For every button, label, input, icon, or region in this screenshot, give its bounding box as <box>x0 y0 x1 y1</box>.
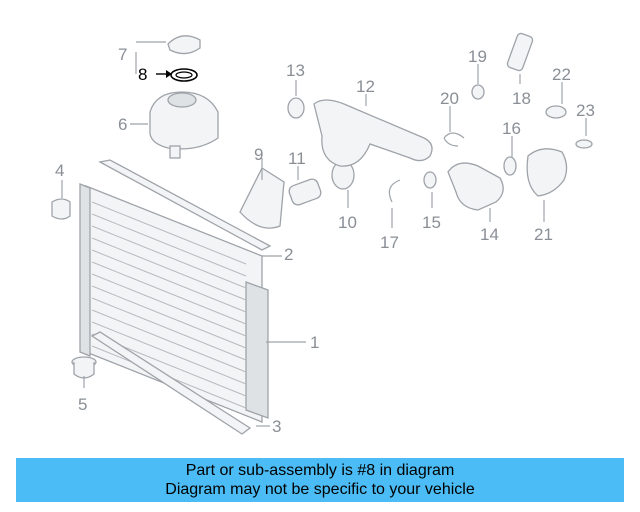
callout-7: 7 <box>118 45 127 64</box>
seal-ring[interactable] <box>170 68 198 82</box>
upper-seal-strip[interactable] <box>98 159 272 251</box>
info-banner: Part or sub-assembly is #8 in diagram Di… <box>16 458 624 502</box>
gasket-22[interactable] <box>545 105 567 119</box>
banner-line-part: Part or sub-assembly is #8 in diagram <box>185 462 455 479</box>
callout-2: 2 <box>284 245 293 264</box>
callout-16: 16 <box>502 119 521 138</box>
callout-17: 17 <box>380 233 399 252</box>
callout-10: 10 <box>338 213 357 232</box>
o-ring-13[interactable] <box>287 97 305 119</box>
lower-seal-strip[interactable] <box>90 331 252 435</box>
sensor-clip[interactable] <box>443 132 465 147</box>
retaining-clip[interactable] <box>388 179 401 203</box>
callout-14: 14 <box>480 225 499 244</box>
mount-bracket[interactable] <box>51 198 71 220</box>
coolant-pipe-housing[interactable] <box>313 99 433 167</box>
callout-13: 13 <box>286 61 305 80</box>
radiator[interactable] <box>79 183 269 423</box>
thermostat-housing[interactable] <box>447 162 504 211</box>
callout-19: 19 <box>468 47 487 66</box>
parts-diagram: 7 8 6 4 5 9 11 10 12 13 20 15 14 16 17 1… <box>51 32 595 436</box>
gasket-23[interactable] <box>575 139 593 149</box>
callout-5: 5 <box>78 395 87 414</box>
rubber-mount[interactable] <box>71 356 97 379</box>
callout-18: 18 <box>512 89 531 108</box>
temperature-sensor[interactable] <box>506 32 534 72</box>
callout-22: 22 <box>552 65 571 84</box>
hose-connector[interactable] <box>287 177 322 206</box>
callout-6: 6 <box>118 115 127 134</box>
leader-lines <box>61 41 587 427</box>
callout-11: 11 <box>288 149 306 168</box>
coolant-flange[interactable] <box>239 167 285 229</box>
callout-23: 23 <box>576 101 595 120</box>
o-ring-19[interactable] <box>471 84 485 100</box>
callout-21: 21 <box>534 225 553 244</box>
callout-3: 3 <box>272 417 281 436</box>
coolant-flange-outlet[interactable] <box>526 148 568 197</box>
banner-line-disclaimer: Diagram may not be specific to your vehi… <box>165 481 475 498</box>
callout-20: 20 <box>440 89 459 108</box>
callout-4: 4 <box>55 161 64 180</box>
callout-9: 9 <box>254 145 263 164</box>
callout-15: 15 <box>422 213 441 232</box>
callout-12: 12 <box>356 77 375 96</box>
callout-8: 8 <box>138 65 147 84</box>
o-ring-15[interactable] <box>423 171 437 189</box>
callout-1: 1 <box>310 333 319 352</box>
tank-cap[interactable] <box>167 35 201 55</box>
expansion-tank[interactable] <box>149 91 219 159</box>
o-ring-16[interactable] <box>503 156 517 176</box>
